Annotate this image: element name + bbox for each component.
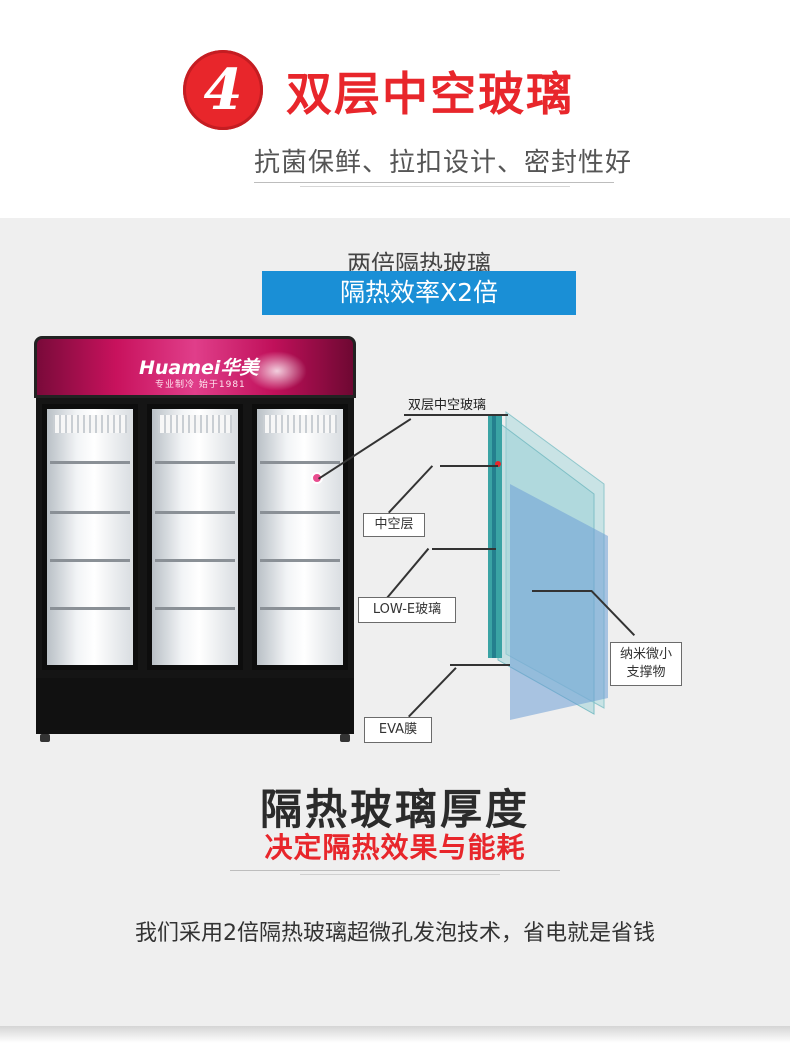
fridge-body [36,398,354,678]
fridge-door [252,404,348,670]
label-double-glass: 双层中空玻璃 [408,398,487,413]
efficiency-banner-text: 隔热效率X2倍 [339,278,499,307]
divider-line [300,874,500,875]
thickness-subtitle: 决定隔热效果与能耗 [264,831,526,864]
brand-logo: Huamei华美 [139,357,259,379]
label-nano-support: 纳米微小支撑物 [610,642,682,686]
section-number: 4 [203,57,243,123]
fridge-foot [40,734,50,742]
fridge-image: Huamei华美 专业制冷 始于1981 [34,336,356,742]
glass-marker-dot [311,472,323,484]
fridge-door [147,404,243,670]
glass-layers-svg [488,411,608,720]
fridge-header-panel: Huamei华美 专业制冷 始于1981 [34,336,356,398]
leader-line [404,414,508,416]
shelf [260,607,340,610]
label-eva: EVA膜 [364,717,432,743]
thickness-title: 隔热玻璃厚度 [259,785,530,834]
efficiency-banner: 隔热效率X2倍 [262,271,576,315]
shelf [155,559,235,562]
leader-line [450,664,510,666]
label-hollow-layer: 中空层 [363,513,425,537]
glass-edge-inner [492,414,496,658]
section-title: 双层中空玻璃 [286,67,574,121]
section-subtitle: 抗菌保鲜、拉扣设计、密封性好 [254,148,633,178]
shelf [50,607,130,610]
leader-line [532,590,592,592]
shelf [50,511,130,514]
fridge-foot [340,734,350,742]
shelf [155,461,235,464]
air-vent [263,415,337,433]
shelf [50,461,130,464]
leader-line [432,548,496,550]
divider-line [300,186,570,187]
header-section: 4 双层中空玻璃 抗菌保鲜、拉扣设计、密封性好 [0,0,790,218]
bottom-shadow [0,1026,790,1054]
section-number-badge: 4 [183,50,263,130]
divider-line [254,182,614,183]
leader-line [440,465,498,467]
brand-slogan: 专业制冷 始于1981 [155,380,246,390]
light-glow [247,351,307,391]
shelf [155,607,235,610]
divider-line [230,870,560,871]
fridge-base [36,678,354,734]
nano-support-layer [510,484,608,720]
label-low-e: LOW-E玻璃 [358,597,456,623]
air-vent [158,415,232,433]
air-vent [53,415,127,433]
shelf [155,511,235,514]
fridge-door [42,404,138,670]
shelf [260,461,340,464]
technology-description: 我们采用2倍隔热玻璃超微孔发泡技术，省电就是省钱 [135,921,655,946]
shelf [50,559,130,562]
glass-layers-diagram [480,408,620,738]
shelf [260,511,340,514]
shelf [260,559,340,562]
